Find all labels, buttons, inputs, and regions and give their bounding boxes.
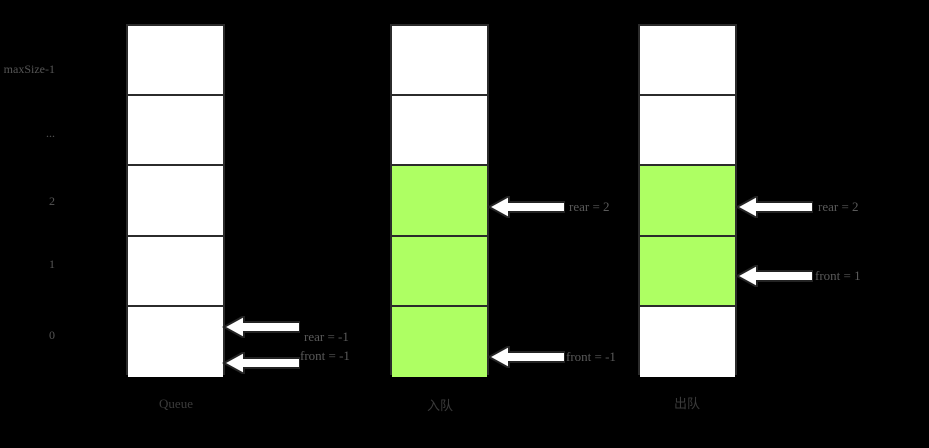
row-label-1: 1 — [49, 257, 55, 271]
rear-arrow-enqueue — [487, 196, 565, 218]
cell-dequeue-1 — [640, 236, 735, 307]
front-label-queue: front = -1 — [300, 348, 350, 363]
cell-queue-1 — [128, 236, 223, 307]
cell-enqueue-ellipsis — [392, 96, 487, 167]
row-label-2: 2 — [49, 194, 55, 208]
cell-enqueue-0 — [392, 306, 487, 377]
column-dequeue — [638, 24, 737, 377]
front-arrow-dequeue — [735, 265, 813, 287]
front-label-dequeue: front = 1 — [815, 268, 861, 283]
rear-label-enqueue: rear = 2 — [569, 199, 610, 214]
rear-label-queue: rear = -1 — [304, 329, 349, 344]
cell-enqueue-2 — [392, 166, 487, 237]
row-label-maxsize-1: maxSize-1 — [3, 62, 55, 76]
cell-queue-0 — [128, 306, 223, 377]
cell-enqueue-maxsize-1 — [392, 26, 487, 97]
cell-dequeue-2 — [640, 166, 735, 237]
caption-dequeue: 出队 — [673, 397, 700, 412]
cell-dequeue-maxsize-1 — [640, 26, 735, 97]
front-arrow-queue — [222, 352, 300, 374]
rear-arrow-queue — [222, 316, 300, 338]
cell-queue-ellipsis — [128, 96, 223, 167]
cell-dequeue-ellipsis — [640, 96, 735, 167]
column-queue — [126, 24, 225, 377]
column-enqueue — [390, 24, 489, 377]
row-label-ellipsis: ... — [46, 126, 55, 140]
front-arrow-enqueue — [487, 346, 565, 368]
rear-label-dequeue: rear = 2 — [818, 199, 859, 214]
cell-dequeue-0 — [640, 306, 735, 377]
caption-enqueue: 入队 — [426, 399, 453, 414]
row-label-0: 0 — [49, 328, 55, 342]
caption-queue: Queue — [159, 396, 193, 411]
cell-queue-maxsize-1 — [128, 26, 223, 97]
cell-enqueue-1 — [392, 236, 487, 307]
cell-queue-2 — [128, 166, 223, 237]
rear-arrow-dequeue — [735, 196, 813, 218]
front-label-enqueue: front = -1 — [566, 349, 616, 364]
